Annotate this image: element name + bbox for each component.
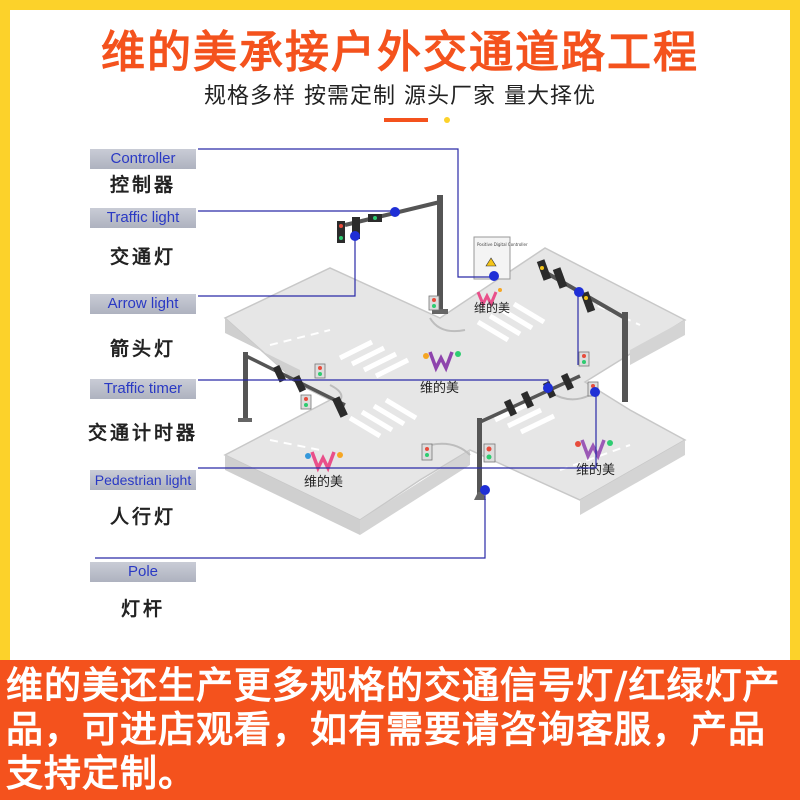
- label-pedestrian-light-zh: 人行灯: [109, 506, 176, 528]
- road-brand-top: 维的美: [474, 300, 510, 315]
- label-arrow-light-zh: 箭头灯: [109, 338, 176, 360]
- road-brand-left: 维的美: [304, 474, 343, 490]
- subtitle-underline: [384, 118, 428, 122]
- road-logo-top: [476, 288, 502, 308]
- intersection-illustration: 维的美 维的美 维的美 维的美 Positive Digital Control…: [95, 148, 687, 559]
- label-controller-zh: 控制器: [109, 174, 176, 196]
- leader-lines: [95, 148, 597, 559]
- road-brand-right: 维的美: [576, 462, 615, 478]
- label-traffic-light-zh: 交通灯: [109, 246, 176, 268]
- subtitle-dot: [444, 117, 450, 123]
- crosswalk-top: [476, 301, 546, 343]
- pole-top-right: [536, 259, 628, 402]
- road-logo-left: [305, 451, 343, 473]
- controller-box-text: Positive Digital Controller: [477, 242, 528, 247]
- footer-text: 维的美还生产更多规格的交通信号灯/红绿灯产品，可进店观看，如有需要请咨询客服，产…: [6, 664, 781, 795]
- leader-dots: [350, 207, 600, 495]
- road-brand-center: 维的美: [420, 380, 459, 396]
- crosswalk-bottom: [348, 397, 418, 439]
- road-logo-center: [423, 351, 461, 373]
- label-pole-zh: 灯杆: [120, 598, 165, 620]
- road-logo-right: [575, 439, 613, 461]
- page-title: 维的美承接户外交通道路工程: [101, 27, 699, 78]
- label-traffic-timer-zh: 交通计时器: [87, 422, 198, 444]
- label-pedestrian-light-en: Pedestrian light: [90, 470, 196, 490]
- label-arrow-light-en: Arrow light: [90, 294, 196, 314]
- label-controller-en: Controller: [90, 149, 196, 169]
- label-traffic-timer-en: Traffic timer: [90, 379, 196, 399]
- page-subtitle: 规格多样 按需定制 源头厂家 量大择优: [204, 84, 596, 109]
- label-pole-en: Pole: [90, 562, 196, 582]
- crosswalk-left: [338, 339, 410, 379]
- label-traffic-light-en: Traffic light: [90, 208, 196, 228]
- footer-banner: [0, 660, 800, 800]
